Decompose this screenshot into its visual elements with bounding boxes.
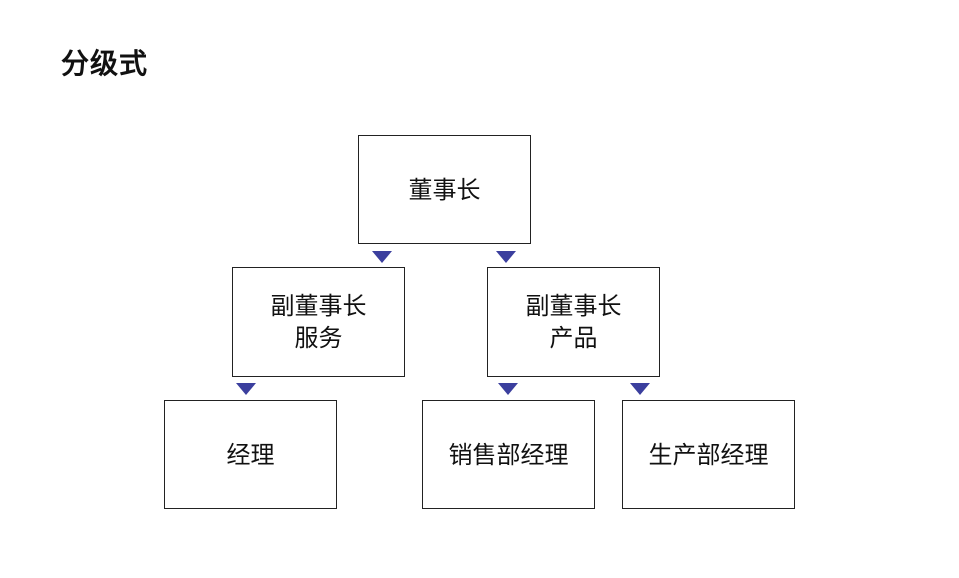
node-production-manager-label: 生产部经理 xyxy=(648,440,769,469)
edge-arrow-chairman-vp-service xyxy=(372,251,392,263)
node-sales-manager-label: 销售部经理 xyxy=(448,440,569,469)
node-manager: 经理 xyxy=(164,400,337,509)
node-chairman-label: 董事长 xyxy=(408,175,481,204)
edge-arrow-vp-service-manager xyxy=(236,383,256,395)
node-vp-service: 副董事长 服务 xyxy=(232,267,405,377)
node-chairman: 董事长 xyxy=(358,135,531,244)
edge-arrow-vp-product-production-manager xyxy=(630,383,650,395)
edge-arrow-chairman-vp-product xyxy=(496,251,516,263)
node-production-manager: 生产部经理 xyxy=(622,400,795,509)
page-title: 分级式 xyxy=(61,47,149,80)
node-manager-label: 经理 xyxy=(226,440,275,469)
node-vp-service-label: 副董事长 服务 xyxy=(270,292,367,352)
node-vp-product-label: 副董事长 产品 xyxy=(525,292,622,352)
edge-arrow-vp-product-sales-manager xyxy=(498,383,518,395)
node-vp-product: 副董事长 产品 xyxy=(487,267,660,377)
node-sales-manager: 销售部经理 xyxy=(422,400,595,509)
